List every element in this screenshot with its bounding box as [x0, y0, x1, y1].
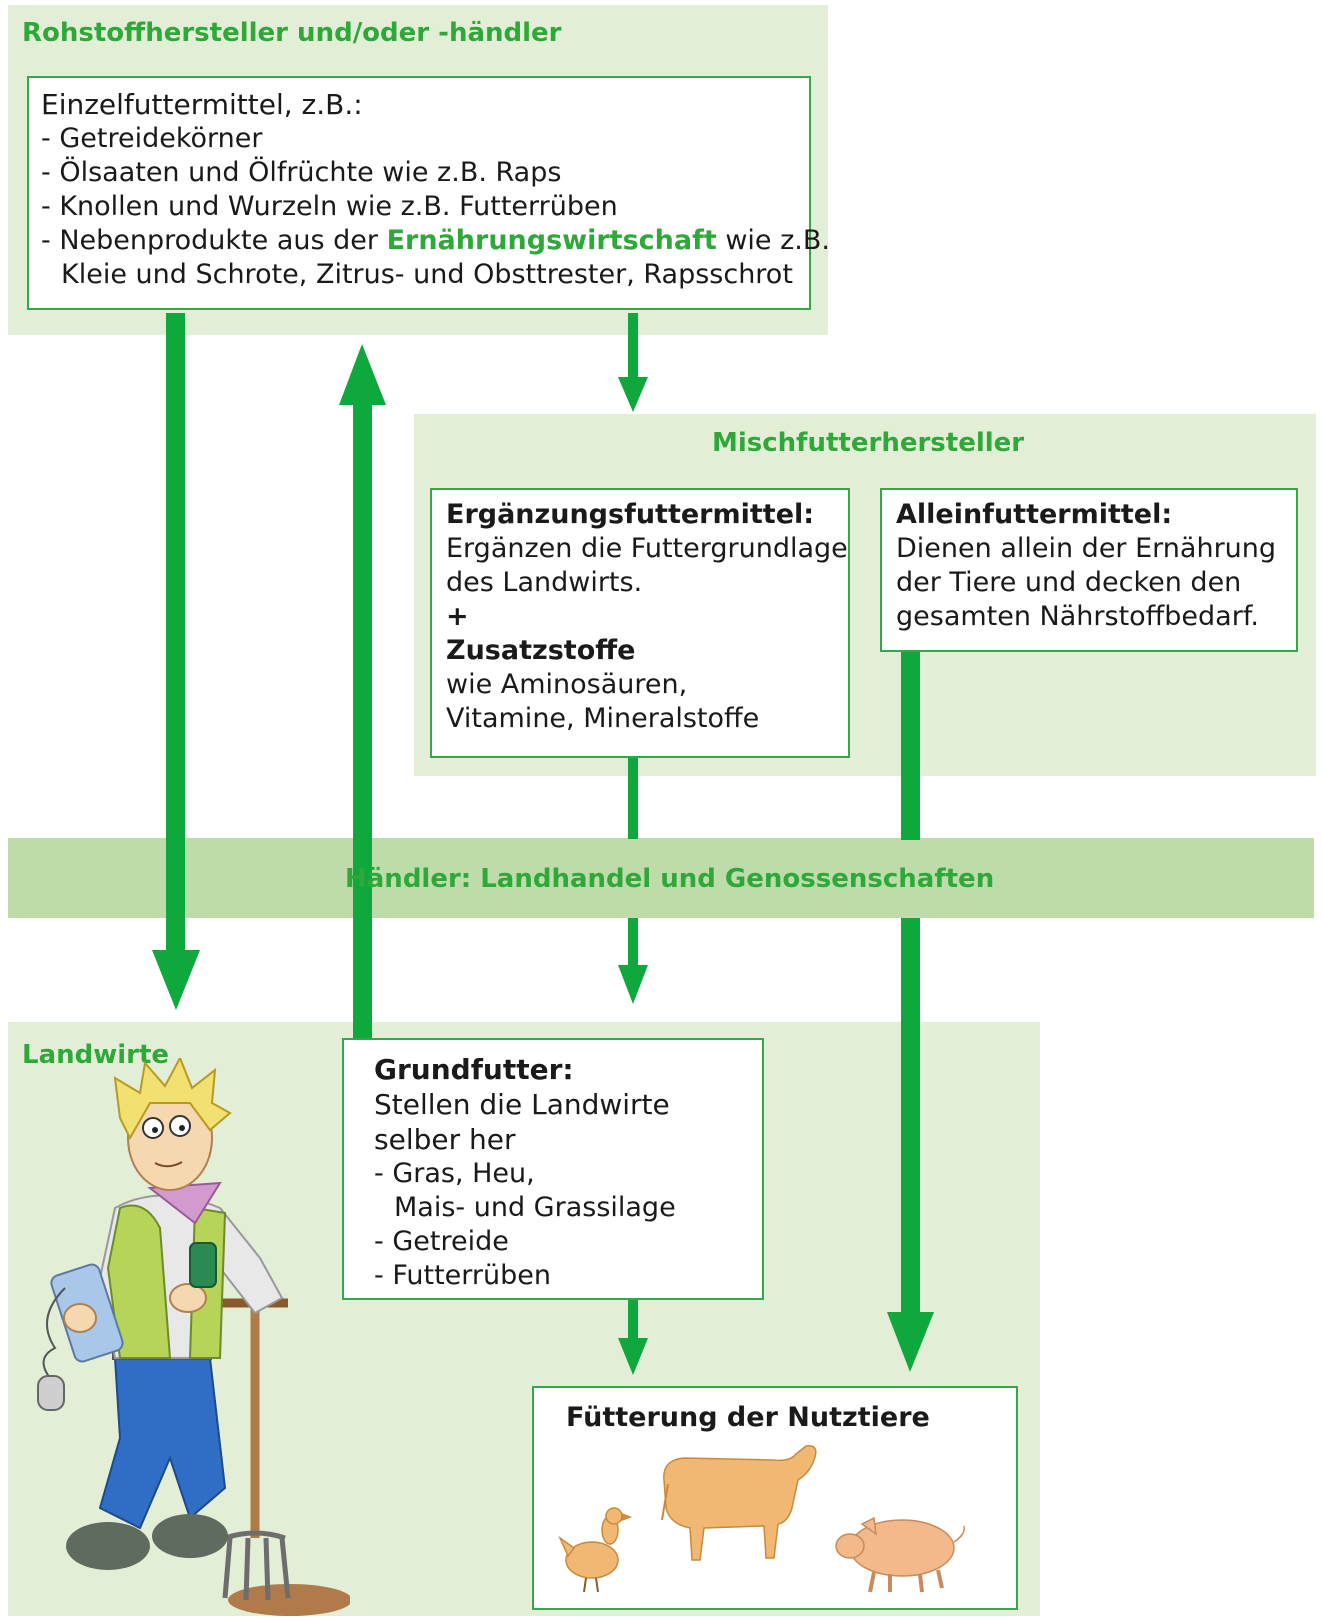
arrow-grundfutter-to-fuetterung-head — [618, 1338, 648, 1375]
arrow-rohstoff-to-landwirte — [166, 313, 185, 953]
arrow-allein-to-haendler — [901, 650, 920, 840]
arrow-grundfutter-to-fuetterung — [628, 1298, 638, 1343]
grundfutter-box: Grundfutter: Stellen die Landwirte selbe… — [342, 1038, 764, 1300]
einzelfuttermittel-item: - Ölsaaten und Ölfrüchte wie z.B. Raps — [41, 157, 562, 188]
grundfutter-heading: Grundfutter: — [374, 1053, 574, 1086]
arrow-landwirte-to-rohstoff — [353, 400, 372, 1040]
grundfutter-subheading: Stellen die Landwirte — [374, 1088, 670, 1121]
pig-icon — [835, 1516, 966, 1593]
arrow-haendler-to-landwirte — [628, 918, 638, 970]
cable — [42, 1287, 66, 1379]
einzelfuttermittel-box: Einzelfuttermittel, z.B.: - Getreidekörn… — [27, 76, 830, 310]
jeans — [98, 1357, 227, 1530]
einzelfuttermittel-item: - Nebenprodukte aus der Ernährungswirtsc… — [41, 224, 830, 258]
soil-mound — [228, 1584, 350, 1616]
hand — [63, 1303, 97, 1333]
grundfutter-item: - Gras, Heu, — [374, 1158, 535, 1189]
mouse-icon — [37, 1375, 65, 1411]
alleinfuttermittel-box: Alleinfuttermittel: Dienen allein der Er… — [880, 488, 1298, 652]
einzelfuttermittel-heading: Einzelfuttermittel, z.B.: — [41, 88, 363, 121]
ergaenzung-heading: Ergänzungsfuttermittel: — [446, 499, 815, 530]
grundfutter-item: - Futterrüben — [374, 1260, 551, 1291]
farmer-illustration — [37, 1058, 350, 1616]
livestock-illustration — [558, 1445, 966, 1593]
grundfutter-subheading: selber her — [374, 1123, 516, 1156]
plus-sign: + — [446, 601, 469, 632]
hand — [169, 1283, 207, 1313]
arrow-ergaenzung-to-haendler — [628, 757, 638, 839]
grundfutter-item-cont: Mais- und Grassilage — [394, 1192, 676, 1223]
arrow-haendler-to-fuetterung-head — [887, 1312, 934, 1372]
item4-before: - Nebenprodukte aus der — [41, 225, 387, 256]
arrow-haendler-to-fuetterung — [901, 918, 920, 1318]
bottle-icon — [189, 1242, 217, 1288]
haendler-title: Händler: Landhandel und Genossenschaften — [345, 864, 995, 894]
ergaenzung-text: Ergänzen die Futtergrundlage — [446, 533, 848, 564]
allein-text: der Tiere und decken den — [896, 567, 1242, 598]
haendler-band — [8, 838, 1314, 918]
einzelfuttermittel-item-cont: Kleie und Schrote, Zitrus- und Obsttrest… — [61, 259, 793, 290]
arrow-rohstoff-to-landwirte-head — [152, 950, 200, 1010]
einzelfuttermittel-item: - Getreidekörner — [41, 123, 263, 154]
allein-heading: Alleinfuttermittel: — [896, 499, 1173, 530]
ernaehrungswirtschaft-highlight: Ernährungswirtschaft — [386, 225, 717, 256]
einzelfuttermittel-item: - Knollen und Wurzeln wie z.B. Futterrüb… — [41, 191, 618, 222]
arrow-landwirte-to-rohstoff-head — [339, 344, 386, 405]
ergaenzung-text: des Landwirts. — [446, 567, 643, 598]
zusatzstoffe-text: wie Aminosäuren, — [446, 669, 688, 700]
zusatzstoffe-text: Vitamine, Mineralstoffe — [446, 703, 760, 734]
boot-left — [66, 1522, 150, 1570]
hair — [113, 1058, 232, 1141]
ergaenzungsfuttermittel-box: Ergänzungsfuttermittel: Ergänzen die Fut… — [430, 488, 850, 758]
chicken-icon — [558, 1507, 633, 1593]
rohstoff-title: Rohstoffhersteller und/oder -händler — [22, 18, 562, 48]
zusatzstoffe-heading: Zusatzstoffe — [446, 635, 636, 666]
arrow-rohstoff-to-mischfutter-head — [618, 377, 648, 412]
allein-text: gesamten Nährstoffbedarf. — [896, 601, 1259, 632]
mouth — [154, 1161, 183, 1168]
fuetterung-title: Fütterung der Nutztiere — [566, 1402, 930, 1433]
grundfutter-item: - Getreide — [374, 1226, 509, 1257]
fuetterung-box: Fütterung der Nutztiere — [532, 1386, 1018, 1610]
item4-after: wie z.B. — [716, 225, 830, 256]
pitchfork-icon — [220, 1298, 291, 1601]
boot-right — [152, 1514, 228, 1558]
allein-text: Dienen allein der Ernährung — [896, 533, 1277, 564]
arrow-rohstoff-to-mischfutter — [628, 313, 638, 383]
mischfutter-title: Mischfutterhersteller — [712, 428, 1025, 458]
cow-icon — [661, 1445, 817, 1561]
arrow-haendler-to-landwirte-head — [618, 965, 648, 1004]
